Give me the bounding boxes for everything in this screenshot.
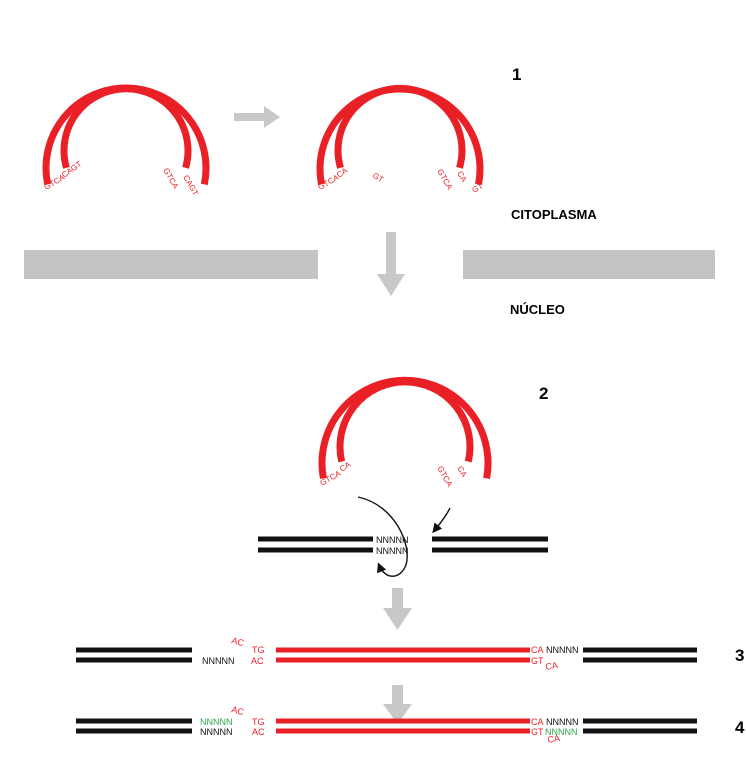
integrated-dna-step4: AC NNNNN TG NNNNN AC CA NNNNN GT NNNNN C…: [76, 704, 697, 745]
row3-right-top: CA: [531, 645, 544, 655]
row4-left-overhang: AC: [230, 704, 245, 717]
row3-left-overhang: AC: [230, 635, 245, 648]
step-1: 1: [512, 65, 521, 84]
label-a-inner-right: GTCA: [161, 167, 180, 191]
membrane-left: [24, 250, 318, 279]
label-cytoplasm: CITOPLASMA: [511, 207, 597, 222]
strand-transfer-arrow-right: [432, 507, 451, 534]
row3-right-overhang: CA: [545, 660, 559, 672]
row4-left-bottom: AC: [252, 727, 265, 737]
label-c-inner-right2: CA: [455, 465, 469, 480]
step-3: 3: [735, 646, 744, 665]
row4-left-top-n: NNNNN: [200, 717, 233, 727]
step-2: 2: [539, 384, 548, 403]
label-b-inner-right2: CA: [455, 170, 469, 185]
label-nucleus: NÚCLEO: [510, 302, 565, 317]
membrane-right: [463, 250, 715, 279]
step-4: 4: [735, 718, 745, 737]
transition-arrow-4: [383, 685, 412, 724]
circular-dna-b: GTCA CA GT GTCA CA GT: [317, 84, 485, 195]
label-a-outer-right: CAGT: [181, 174, 200, 198]
label-b-overhang-right: GT: [471, 181, 485, 194]
label-b-overhang-left: GT: [371, 171, 385, 184]
row4-right-bottom: GT: [531, 727, 544, 737]
integrated-dna-step3: AC TG NNNNN AC CA NNNNN GT CA: [76, 635, 697, 672]
row4-right-top: CA: [531, 717, 544, 727]
row4-right-bottom-n: NNNNN: [545, 727, 578, 737]
transition-arrow-2: [377, 232, 405, 296]
target-top-seq: NNNNN: [376, 535, 409, 545]
row4-left-top: TG: [252, 717, 265, 727]
strand-transfer-arrow-left: [357, 496, 408, 577]
row3-right-bottom: GT: [531, 656, 544, 666]
transition-arrow-3: [383, 588, 412, 630]
row3-left-bottom: AC: [251, 656, 264, 666]
circular-dna-a: GTCA CAGT GTCA CAGT: [43, 84, 210, 198]
label-c-inner-right: GTCA: [435, 465, 454, 489]
row4-left-bottom-n: NNNNN: [200, 727, 233, 737]
circular-dna-c: GTCA CA GTCA CA: [319, 376, 492, 489]
target-dna: NNNNN NNNNN: [258, 535, 548, 556]
row3-left-bottom-n: NNNNN: [202, 656, 235, 666]
row4-right-top-n: NNNNN: [546, 717, 579, 727]
row3-left-top: TG: [252, 645, 265, 655]
row4-right-overhang: CA: [547, 733, 561, 745]
label-b-inner-right: GTCA: [435, 168, 454, 192]
target-bottom-seq: NNNNN: [376, 546, 409, 556]
transition-arrow-1: [234, 106, 280, 128]
row3-right-top-n: NNNNN: [546, 645, 579, 655]
